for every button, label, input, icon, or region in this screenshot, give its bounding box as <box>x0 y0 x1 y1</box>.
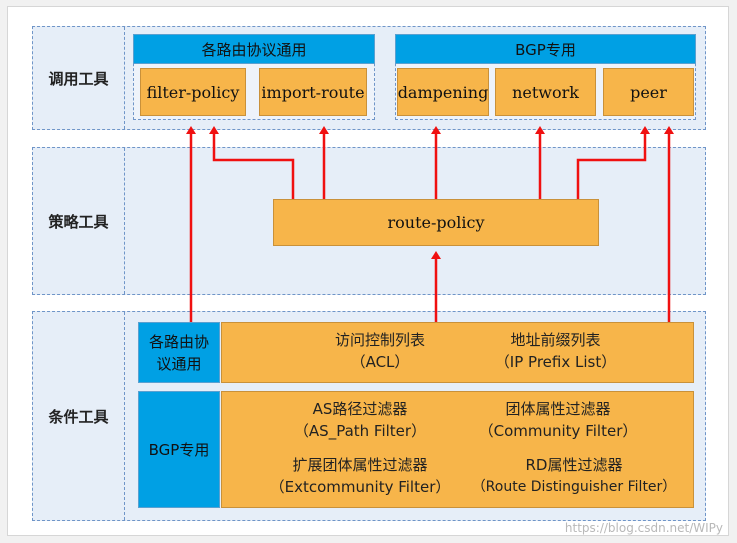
cell-aspath: AS路径过滤器 （AS_Path Filter） <box>270 398 450 442</box>
community-en: （Community Filter） <box>478 422 638 440</box>
box-bgp-filters <box>221 391 694 508</box>
community-title: 团体属性过滤器 <box>505 400 611 418</box>
box-network: network <box>495 68 596 116</box>
box-peer: peer <box>603 68 694 116</box>
arrow-rp-to-filter-policy <box>209 126 295 199</box>
cell-ip-prefix: 地址前缀列表 （IP Prefix List） <box>468 329 643 373</box>
watermark-text: https://blog.csdn.net/WIPy <box>564 521 723 535</box>
aspath-en: （AS_Path Filter） <box>293 422 427 440</box>
aspath-title: AS路径过滤器 <box>312 400 408 418</box>
box-import-route: import-route <box>259 68 367 116</box>
cell-community: 团体属性过滤器 （Community Filter） <box>458 398 658 442</box>
box-filter-policy: filter-policy <box>140 68 246 116</box>
band-label-policy: 策略工具 <box>33 148 125 294</box>
arrow-rp-to-peer <box>576 126 650 199</box>
box-route-policy: route-policy <box>273 199 599 246</box>
rd-en: （Route Distinguisher Filter） <box>471 479 677 495</box>
box-dampening: dampening <box>397 68 489 116</box>
band-label-call: 调用工具 <box>33 27 125 129</box>
extcomm-title: 扩展团体属性过滤器 <box>292 456 428 474</box>
ipprefix-en: （IP Prefix List） <box>494 353 617 371</box>
extcomm-en: （Extcommunity Filter） <box>269 478 451 496</box>
label-general-bottom: 各路由协议通用 <box>138 322 220 383</box>
ipprefix-title: 地址前缀列表 <box>510 331 601 349</box>
cell-acl: 访问控制列表 （ACL） <box>300 329 460 373</box>
band-label-condition: 条件工具 <box>33 312 125 520</box>
header-bgp: BGP专用 <box>395 34 696 64</box>
acl-en: （ACL） <box>350 353 410 371</box>
box-general-filters <box>221 322 694 383</box>
acl-title: 访问控制列表 <box>334 331 425 349</box>
label-bgp-bottom: BGP专用 <box>138 391 220 508</box>
cell-extcommunity: 扩展团体属性过滤器 （Extcommunity Filter） <box>258 454 462 498</box>
label-general-bottom-text: 各路由协议通用 <box>148 332 209 373</box>
header-general: 各路由协议通用 <box>133 34 375 64</box>
rd-title: RD属性过滤器 <box>525 456 623 474</box>
cell-rd: RD属性过滤器 （Route Distinguisher Filter） <box>456 454 692 498</box>
